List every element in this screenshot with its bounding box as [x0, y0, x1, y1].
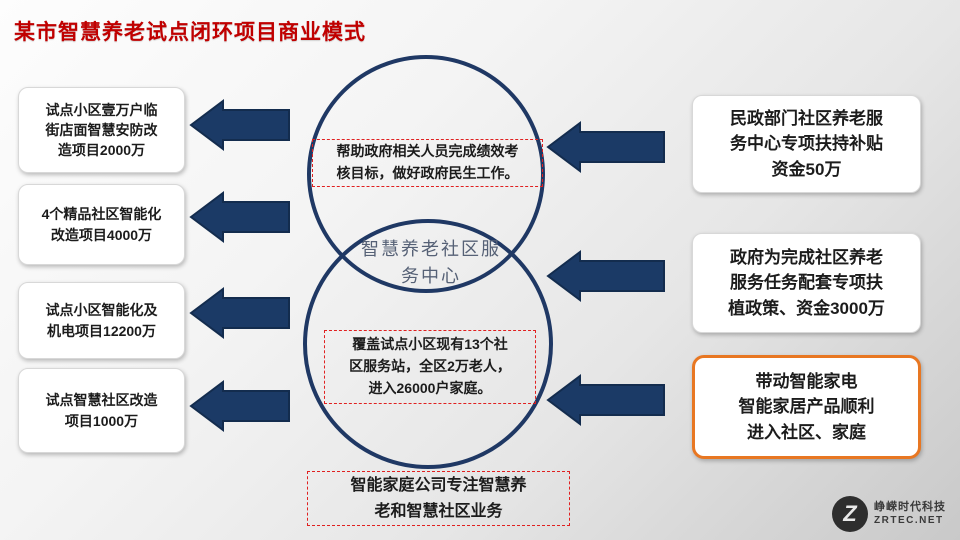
venn-top-note-text: 帮助政府相关人员完成绩效考核目标，做好政府民生工作。 — [337, 141, 519, 184]
block-arrow-left-3-icon — [189, 287, 290, 339]
zrtec-company-name: 峥嵘时代科技 — [874, 500, 946, 513]
text-line: 智能家庭公司专注智慧养 — [350, 476, 527, 494]
footer-note-text: 智能家庭公司专注智慧养老和智慧社区业务 — [350, 473, 526, 524]
text-line: 核目标，做好政府民生工作。 — [336, 165, 519, 181]
text-line: 进入社区、家庭 — [747, 422, 866, 442]
text-line: 带动智能家电 — [755, 371, 858, 391]
text-line: 造项目2000万 — [57, 142, 146, 159]
text-line: 试点小区智能化及 — [45, 302, 158, 319]
text-line: 改造项目4000万 — [50, 226, 153, 243]
text-line: 街店面智慧安防改 — [45, 121, 158, 138]
text-line: 智能家居产品顺利 — [738, 397, 875, 417]
text-line: 帮助政府相关人员完成绩效考 — [336, 143, 519, 160]
footer-note: 智能家庭公司专注智慧养老和智慧社区业务 — [307, 471, 570, 526]
left-box-text: 试点小区壹万户临街店面智慧安防改造项目2000万 — [46, 100, 158, 161]
text-line: 植政策、资金3000万 — [728, 298, 885, 318]
text-line: 项目1000万 — [64, 412, 139, 429]
venn-center-label-text: 智慧养老社区服务中心 — [336, 236, 526, 290]
block-arrow-right-3-icon — [546, 374, 665, 426]
block-arrow-left-2-icon — [189, 191, 290, 243]
block-arrow-right-1-icon — [546, 121, 665, 173]
block-arrow-left-4-icon — [189, 380, 290, 432]
block-arrow-left-1-icon — [189, 99, 290, 151]
text-line: 机电项目12200万 — [47, 322, 156, 339]
left-box-electromechanical: 试点小区智能化及机电项目12200万 — [18, 282, 185, 359]
right-box-smart-home-products: 带动智能家电智能家居产品顺利进入社区、家庭 — [692, 355, 921, 459]
left-box-text: 试点智慧社区改造项目1000万 — [46, 390, 158, 431]
text-line: 务中心 — [401, 266, 461, 286]
venn-bottom-note-text: 覆盖试点小区现有13个社区服务站，全区2万老人， 进入26000户家庭。 — [349, 334, 511, 399]
text-line: 务中心专项扶持补贴 — [730, 134, 883, 154]
right-box-government-policy-funds: 政府为完成社区养老服务任务配套专项扶植政策、资金3000万 — [692, 233, 921, 333]
venn-top-note: 帮助政府相关人员完成绩效考核目标，做好政府民生工作。 — [312, 139, 543, 187]
venn-circle-top — [307, 55, 545, 293]
zrtec-logo-mark-icon: Z — [832, 496, 868, 532]
text-line: 智慧养老社区服 — [361, 239, 501, 259]
text-line: 进入26000户家庭。 — [368, 379, 492, 396]
text-line: 试点智慧社区改造 — [45, 392, 158, 409]
text-line: 4个精品社区智能化 — [41, 206, 162, 223]
right-box-text: 政府为完成社区养老服务任务配套专项扶植政策、资金3000万 — [728, 245, 885, 322]
text-line: 试点小区壹万户临 — [45, 101, 158, 118]
block-arrow-right-2-icon — [546, 250, 665, 302]
text-line: 老和智慧社区业务 — [374, 502, 503, 520]
left-box-community-upgrade: 4个精品社区智能化改造项目4000万 — [18, 184, 185, 265]
text-line: 区服务站，全区2万老人， — [349, 358, 511, 375]
right-box-civil-affairs-subsidy: 民政部门社区养老服务中心专项扶持补贴资金50万 — [692, 95, 921, 193]
venn-circle-bottom — [303, 219, 553, 469]
text-line: 政府为完成社区养老 — [729, 247, 883, 267]
venn-center-label: 智慧养老社区服务中心 — [336, 236, 526, 290]
venn-bottom-note: 覆盖试点小区现有13个社区服务站，全区2万老人， 进入26000户家庭。 — [324, 330, 536, 404]
zrtec-domain: ZRTEC.NET — [874, 514, 944, 526]
left-box-security-retrofit: 试点小区壹万户临街店面智慧安防改造项目2000万 — [18, 87, 185, 173]
left-box-text: 试点小区智能化及机电项目12200万 — [46, 300, 158, 341]
slide-title: 某市智慧养老试点闭环项目商业模式 — [14, 21, 366, 44]
zrtec-logo: Z 峥嵘时代科技 ZRTEC.NET — [832, 496, 946, 532]
right-box-text: 带动智能家电智能家居产品顺利进入社区、家庭 — [739, 369, 875, 446]
zrtec-logo-text: 峥嵘时代科技 ZRTEC.NET — [874, 501, 946, 527]
left-box-text: 4个精品社区智能化改造项目4000万 — [42, 204, 162, 245]
left-box-smart-community: 试点智慧社区改造项目1000万 — [18, 368, 185, 453]
text-line: 覆盖试点小区现有13个社 — [352, 336, 508, 353]
right-box-text: 民政部门社区养老服务中心专项扶持补贴资金50万 — [730, 106, 883, 183]
text-line: 服务任务配套专项扶 — [729, 273, 883, 293]
text-line: 资金50万 — [771, 159, 842, 179]
text-line: 民政部门社区养老服 — [730, 108, 883, 128]
